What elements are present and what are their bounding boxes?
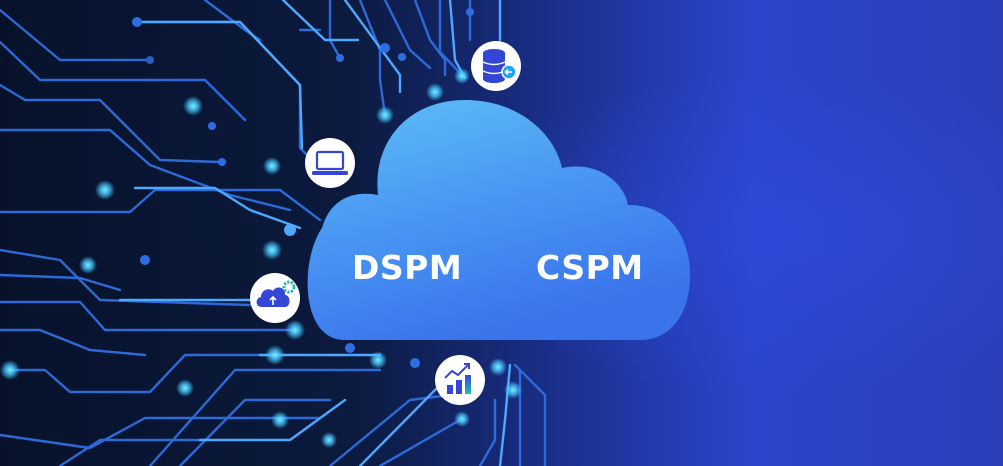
laptop-icon	[305, 138, 355, 188]
circuit-lines	[0, 0, 547, 466]
cloud-upload-gear-icon	[250, 273, 300, 323]
cspm-label: CSPM	[536, 248, 644, 287]
dspm-label: DSPM	[352, 248, 463, 287]
growth-chart-badge	[435, 355, 485, 405]
laptop-badge	[305, 138, 355, 188]
cloud-upload-badge	[250, 273, 300, 323]
circuit-nodes	[0, 8, 522, 448]
cloud-shape	[307, 100, 690, 340]
growth-chart-icon	[435, 355, 485, 405]
database-icon	[471, 41, 521, 91]
database-badge	[471, 41, 521, 91]
